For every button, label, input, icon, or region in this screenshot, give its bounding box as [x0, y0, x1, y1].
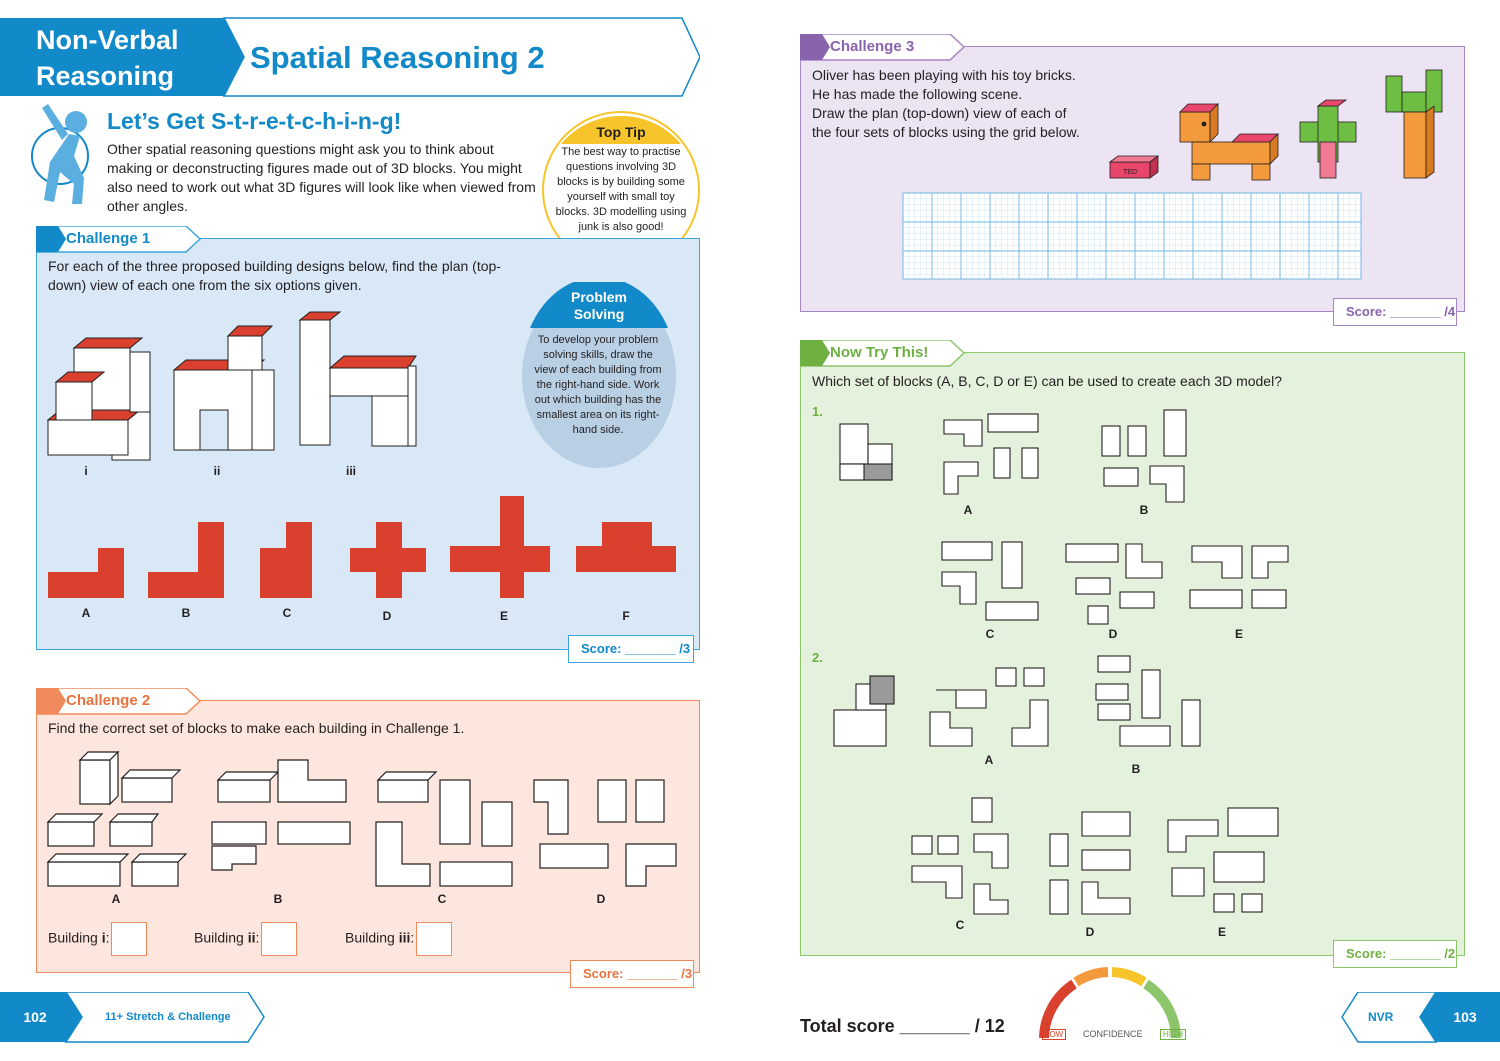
problem-solving-body: To develop your problem solving skills, …	[534, 334, 662, 436]
top-tip-circle	[542, 111, 700, 269]
building-ii-answer-box[interactable]	[261, 922, 298, 956]
building-label-iii: iii	[345, 464, 356, 478]
left-footer-label: 11+ Stretch & Challenge	[105, 1011, 231, 1023]
q2-option-b: B	[1131, 762, 1141, 776]
now-try-tab	[800, 340, 966, 367]
top-tip-body: The best way to practise questions invol…	[555, 146, 687, 233]
challenge2-tab-label: Challenge 2	[66, 692, 151, 709]
drawing-grid[interactable]	[902, 192, 1362, 280]
q2-option-c: C	[955, 918, 965, 932]
brick-label: TED	[1123, 169, 1137, 176]
challenge3-tab	[800, 34, 966, 61]
option-label-c: C	[282, 606, 292, 620]
now-try-score: Score: _______ /2	[1333, 940, 1457, 968]
right-page-number: 103	[1453, 1009, 1477, 1025]
challenge2-text: Find the correct set of blocks to make e…	[48, 720, 465, 736]
challenge1-text: For each of the three proposed building …	[48, 258, 501, 293]
right-footer-label: NVR	[1368, 1010, 1394, 1024]
q1-option-a: A	[963, 503, 973, 517]
challenge1-tab-label: Challenge 1	[66, 230, 151, 247]
problem-solving-circle	[522, 282, 676, 468]
now-try-tab-label: Now Try This!	[830, 344, 929, 361]
q1-option-b: B	[1139, 503, 1149, 517]
intro-heading: Let’s Get S-t-r-e-t-c-h-i-n-g!	[107, 108, 402, 134]
q2-option-d: D	[1085, 925, 1095, 939]
now-try-text: Which set of blocks (A, B, C, D or E) ca…	[812, 373, 1282, 389]
block-sets-3d-models	[833, 409, 1289, 915]
set-label-d: D	[596, 892, 606, 906]
buildings-illustration	[46, 311, 417, 461]
challenge2-score: Score: _______ /3	[570, 960, 694, 988]
block-sets-illustration	[46, 750, 677, 887]
section-label: Non-Verbal Reasoning	[36, 25, 179, 91]
page-title: Spatial Reasoning 2	[250, 40, 545, 75]
building-iii-answer: Building iii:	[345, 922, 453, 956]
building-label-ii: ii	[213, 464, 221, 478]
left-footer-banner	[0, 992, 265, 1043]
challenge3-score: Score: _______ /4	[1333, 298, 1457, 326]
left-page-number: 102	[23, 1009, 47, 1025]
header-banner	[0, 17, 700, 97]
q2-option-e: E	[1217, 925, 1226, 939]
option-label-e: E	[499, 609, 508, 623]
toy-bricks-scene: TED	[1108, 69, 1443, 181]
option-label-b: B	[181, 606, 191, 620]
total-score: Total score _______ / 12	[800, 1016, 1005, 1036]
challenge3-tab-label: Challenge 3	[830, 38, 915, 55]
problem-solving-title: Problem Solving	[570, 289, 627, 322]
confidence-low: LOW	[1042, 1029, 1067, 1040]
stretching-person-icon	[31, 104, 89, 204]
building-i-answer: Building i:	[48, 922, 148, 956]
plan-view-options	[48, 496, 676, 598]
option-label-f: F	[622, 609, 630, 623]
set-label-a: A	[111, 892, 121, 906]
challenge3-text: Oliver has been playing with his toy bri…	[812, 67, 1080, 140]
q2-option-a: A	[984, 753, 994, 767]
set-label-c: C	[437, 892, 447, 906]
building-iii-answer-box[interactable]	[416, 922, 453, 956]
q1-option-e: E	[1234, 627, 1243, 641]
building-label-i: i	[84, 464, 88, 478]
confidence-high: HIGH	[1160, 1029, 1186, 1040]
question-2-number: 2.	[812, 650, 823, 665]
building-ii-answer: Building ii:	[194, 922, 298, 956]
confidence-meter	[1039, 967, 1181, 1039]
q1-option-d: D	[1108, 627, 1118, 641]
option-label-a: A	[81, 606, 91, 620]
intro-text: Other spatial reasoning questions might …	[107, 141, 536, 214]
challenge1-score: Score: _______ /3	[568, 635, 694, 663]
challenge1-tab	[36, 226, 202, 253]
option-label-d: D	[382, 609, 392, 623]
confidence-label: CONFIDENCE	[1083, 1029, 1143, 1039]
top-tip-title: Top Tip	[596, 124, 646, 140]
challenge2-tab	[36, 688, 202, 715]
q1-option-c: C	[985, 627, 995, 641]
right-footer-banner	[1341, 992, 1500, 1043]
building-i-answer-box[interactable]	[111, 922, 148, 956]
question-1-number: 1.	[812, 404, 823, 419]
set-label-b: B	[273, 892, 283, 906]
